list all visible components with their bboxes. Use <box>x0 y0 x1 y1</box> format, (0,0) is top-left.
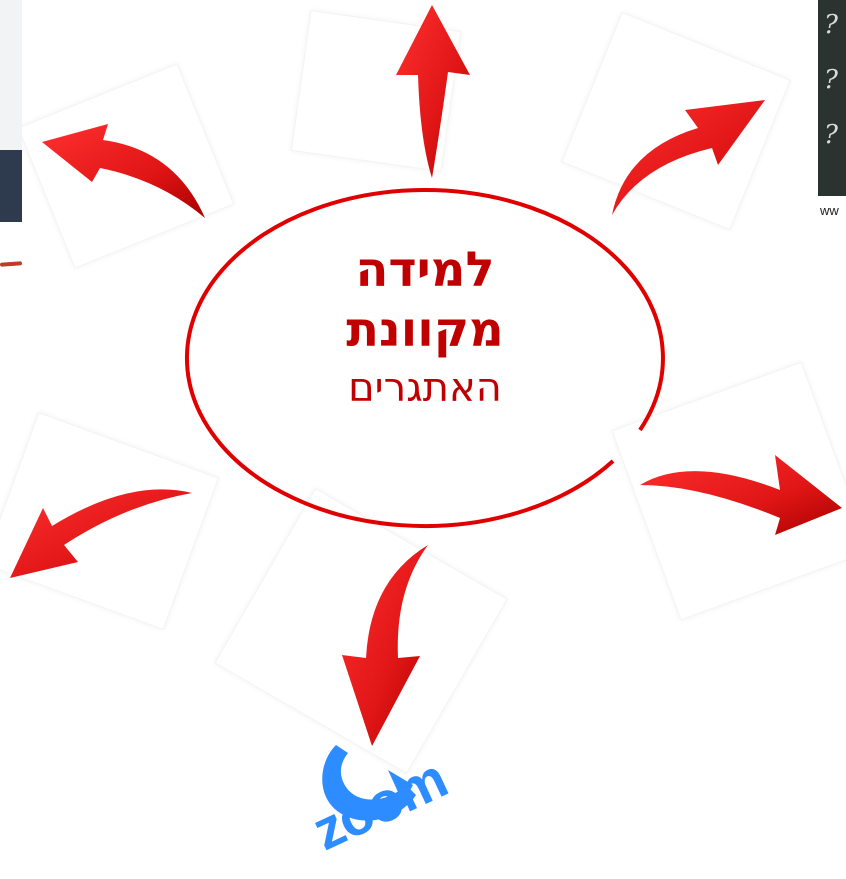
center-line-2: מקוונת <box>346 302 504 358</box>
photo-left <box>0 0 22 222</box>
arrow-top-right <box>612 100 765 215</box>
arrow-top-left <box>42 124 205 218</box>
arrow-right <box>640 455 842 535</box>
arrow-bottom <box>342 545 428 746</box>
photo-right: ? ? ? <box>818 0 846 196</box>
center-line-3: האתגרים <box>348 365 502 411</box>
caption-right: ww <box>820 203 839 218</box>
center-ellipse <box>184 188 665 529</box>
zoom-logo <box>322 745 416 821</box>
center-label: למידה מקוונת האתגרים <box>185 240 665 416</box>
arrow-top <box>396 5 470 178</box>
arrow-bottom-left <box>10 489 192 578</box>
center-line-1: למידה <box>355 242 495 298</box>
